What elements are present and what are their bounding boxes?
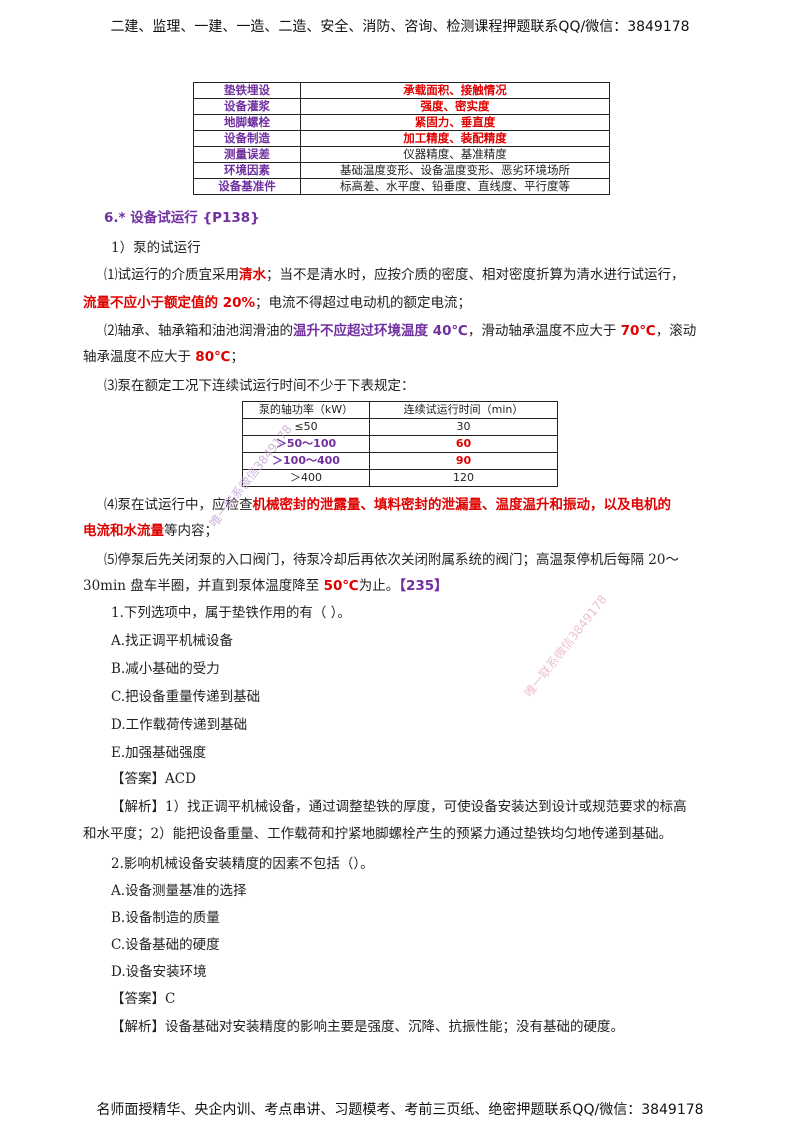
table-row: 测量误差仪器精度、基准精度 [193,146,610,163]
question-1-stem: 1.下列选项中，属于垫铁作用的有（ ）。 [111,605,351,621]
question-1-answer: 【答案】ACD [111,771,196,787]
factor-value-cell: 标高差、水平度、铅垂度、直线度、平行度等 [300,178,610,195]
factor-name-cell: 设备制造 [193,130,301,147]
sub-heading-pump: 1）泵的试运行 [111,240,201,256]
table-row: 设备制造加工精度、装配精度 [193,130,610,147]
question-1-option-d: D.工作载荷传递到基础 [111,717,248,733]
table-row: 垫铁埋设承载面积、接触情况 [193,82,610,99]
table-row: 设备灌浆强度、密实度 [193,98,610,115]
question-2-option-b: B.设备制造的质量 [111,910,220,926]
power-range-cell: ≤50 [242,418,370,436]
question-1-option-b: B.减小基础的受力 [111,661,220,677]
paragraph-5-line-2: 30min 盘车半圈，并直到泵体温度降至 50℃为止。【235】 [83,578,448,594]
section-6-title: 6.* 设备试运行 {P138} [104,209,260,227]
paragraph-1-line-1: ⑴试运行的介质宜采用清水；当不是清水时，应按介质的密度、相对密度折算为清水进行试… [104,267,685,283]
paragraph-3: ⑶泵在额定工况下连续试运行时间不少于下表规定： [104,378,415,394]
runtime-cell: 90 [369,452,558,470]
page-reference: {P138} [202,210,260,226]
influence-factors-table: 垫铁埋设承载面积、接触情况设备灌浆强度、密实度地脚螺栓紧固力、垂直度设备制造加工… [193,82,610,195]
factor-name-cell: 地脚螺栓 [193,114,301,131]
question-2-analysis: 【解析】设备基础对安装精度的影响主要是强度、沉降、抗振性能；没有基础的硬度。 [111,1019,624,1035]
paragraph-2-line-2: 轴承温度不应大于 80℃； [83,349,244,365]
runtime-cell: 60 [369,435,558,453]
power-range-cell: ＞100～400 [242,452,370,470]
question-2-answer: 【答案】C [111,991,176,1007]
factor-value-cell: 强度、密实度 [300,98,610,115]
question-2-stem: 2.影响机械设备安装精度的因素不包括（）。 [111,856,374,872]
question-1-option-e: E.加强基础强度 [111,745,207,761]
table-row: 环境因素基础温度变形、设备温度变形、恶劣环境场所 [193,162,610,179]
runtime-cell: 30 [369,418,558,436]
table-header-cell: 泵的轴功率（kW） [242,401,370,419]
runtime-cell: 120 [369,469,558,487]
factor-value-cell: 仪器精度、基准精度 [300,146,610,163]
factor-value-cell: 承载面积、接触情况 [300,82,610,99]
paragraph-4-line-2: 电流和水流量等内容； [83,523,218,539]
paragraph-4-line-1: ⑷泵在试运行中，应检查机械密封的泄露量、填料密封的泄漏量、温度温升和振动，以及电… [104,497,671,513]
table-header-cell: 连续试运行时间（min） [369,401,558,419]
table-header-row: 泵的轴功率（kW）连续试运行时间（min） [242,401,558,419]
factor-name-cell: 环境因素 [193,162,301,179]
paragraph-1-line-2: 流量不应小于额定值的 20%；电流不得超过电动机的额定电流； [83,295,472,311]
table-row: 地脚螺栓紧固力、垂直度 [193,114,610,131]
factor-value-cell: 加工精度、装配精度 [300,130,610,147]
section-title: 6.* 设备试运行 [104,210,203,226]
watermark-right: 唯一联系微信3849178 [521,592,610,700]
table-row: 设备基准件标高差、水平度、铅垂度、直线度、平行度等 [193,178,610,195]
question-1-option-c: C.把设备重量传递到基础 [111,689,261,705]
question-1-option-a: A.找正调平机械设备 [111,633,234,649]
factor-name-cell: 测量误差 [193,146,301,163]
factor-value-cell: 紧固力、垂直度 [300,114,610,131]
page-footer: 名师面授精华、央企内训、考点串讲、习题模考、考前三页纸、绝密押题联系QQ/微信：… [96,1102,704,1118]
question-1-analysis-line-1: 【解析】1）找正调平机械设备，通过调整垫铁的厚度，可使设备安装达到设计或规范要求… [111,799,687,815]
factor-name-cell: 垫铁埋设 [193,82,301,99]
factor-name-cell: 设备基准件 [193,178,301,195]
paragraph-5-line-1: ⑸停泵后先关闭泵的入口阀门，待泵冷却后再依次关闭附属系统的阀门；高温泵停机后每隔… [104,552,679,568]
page-header: 二建、监理、一建、一造、二造、安全、消防、咨询、检测课程押题联系QQ/微信：38… [110,19,690,35]
factor-name-cell: 设备灌浆 [193,98,301,115]
paragraph-2-line-1: ⑵轴承、轴承箱和油池润滑油的温升不应超过环境温度 40℃，滑动轴承温度不应大于 … [104,323,697,339]
question-2-option-d: D.设备安装环境 [111,964,207,980]
question-1-analysis-line-2: 和水平度；2）能把设备重量、工作载荷和拧紧地脚螺栓产生的预紧力通过垫铁均匀地传递… [83,826,673,842]
factor-value-cell: 基础温度变形、设备温度变形、恶劣环境场所 [300,162,610,179]
question-2-option-c: C.设备基础的硬度 [111,937,220,953]
power-range-cell: ＞400 [242,469,370,487]
question-2-option-a: A.设备测量基准的选择 [111,883,247,899]
